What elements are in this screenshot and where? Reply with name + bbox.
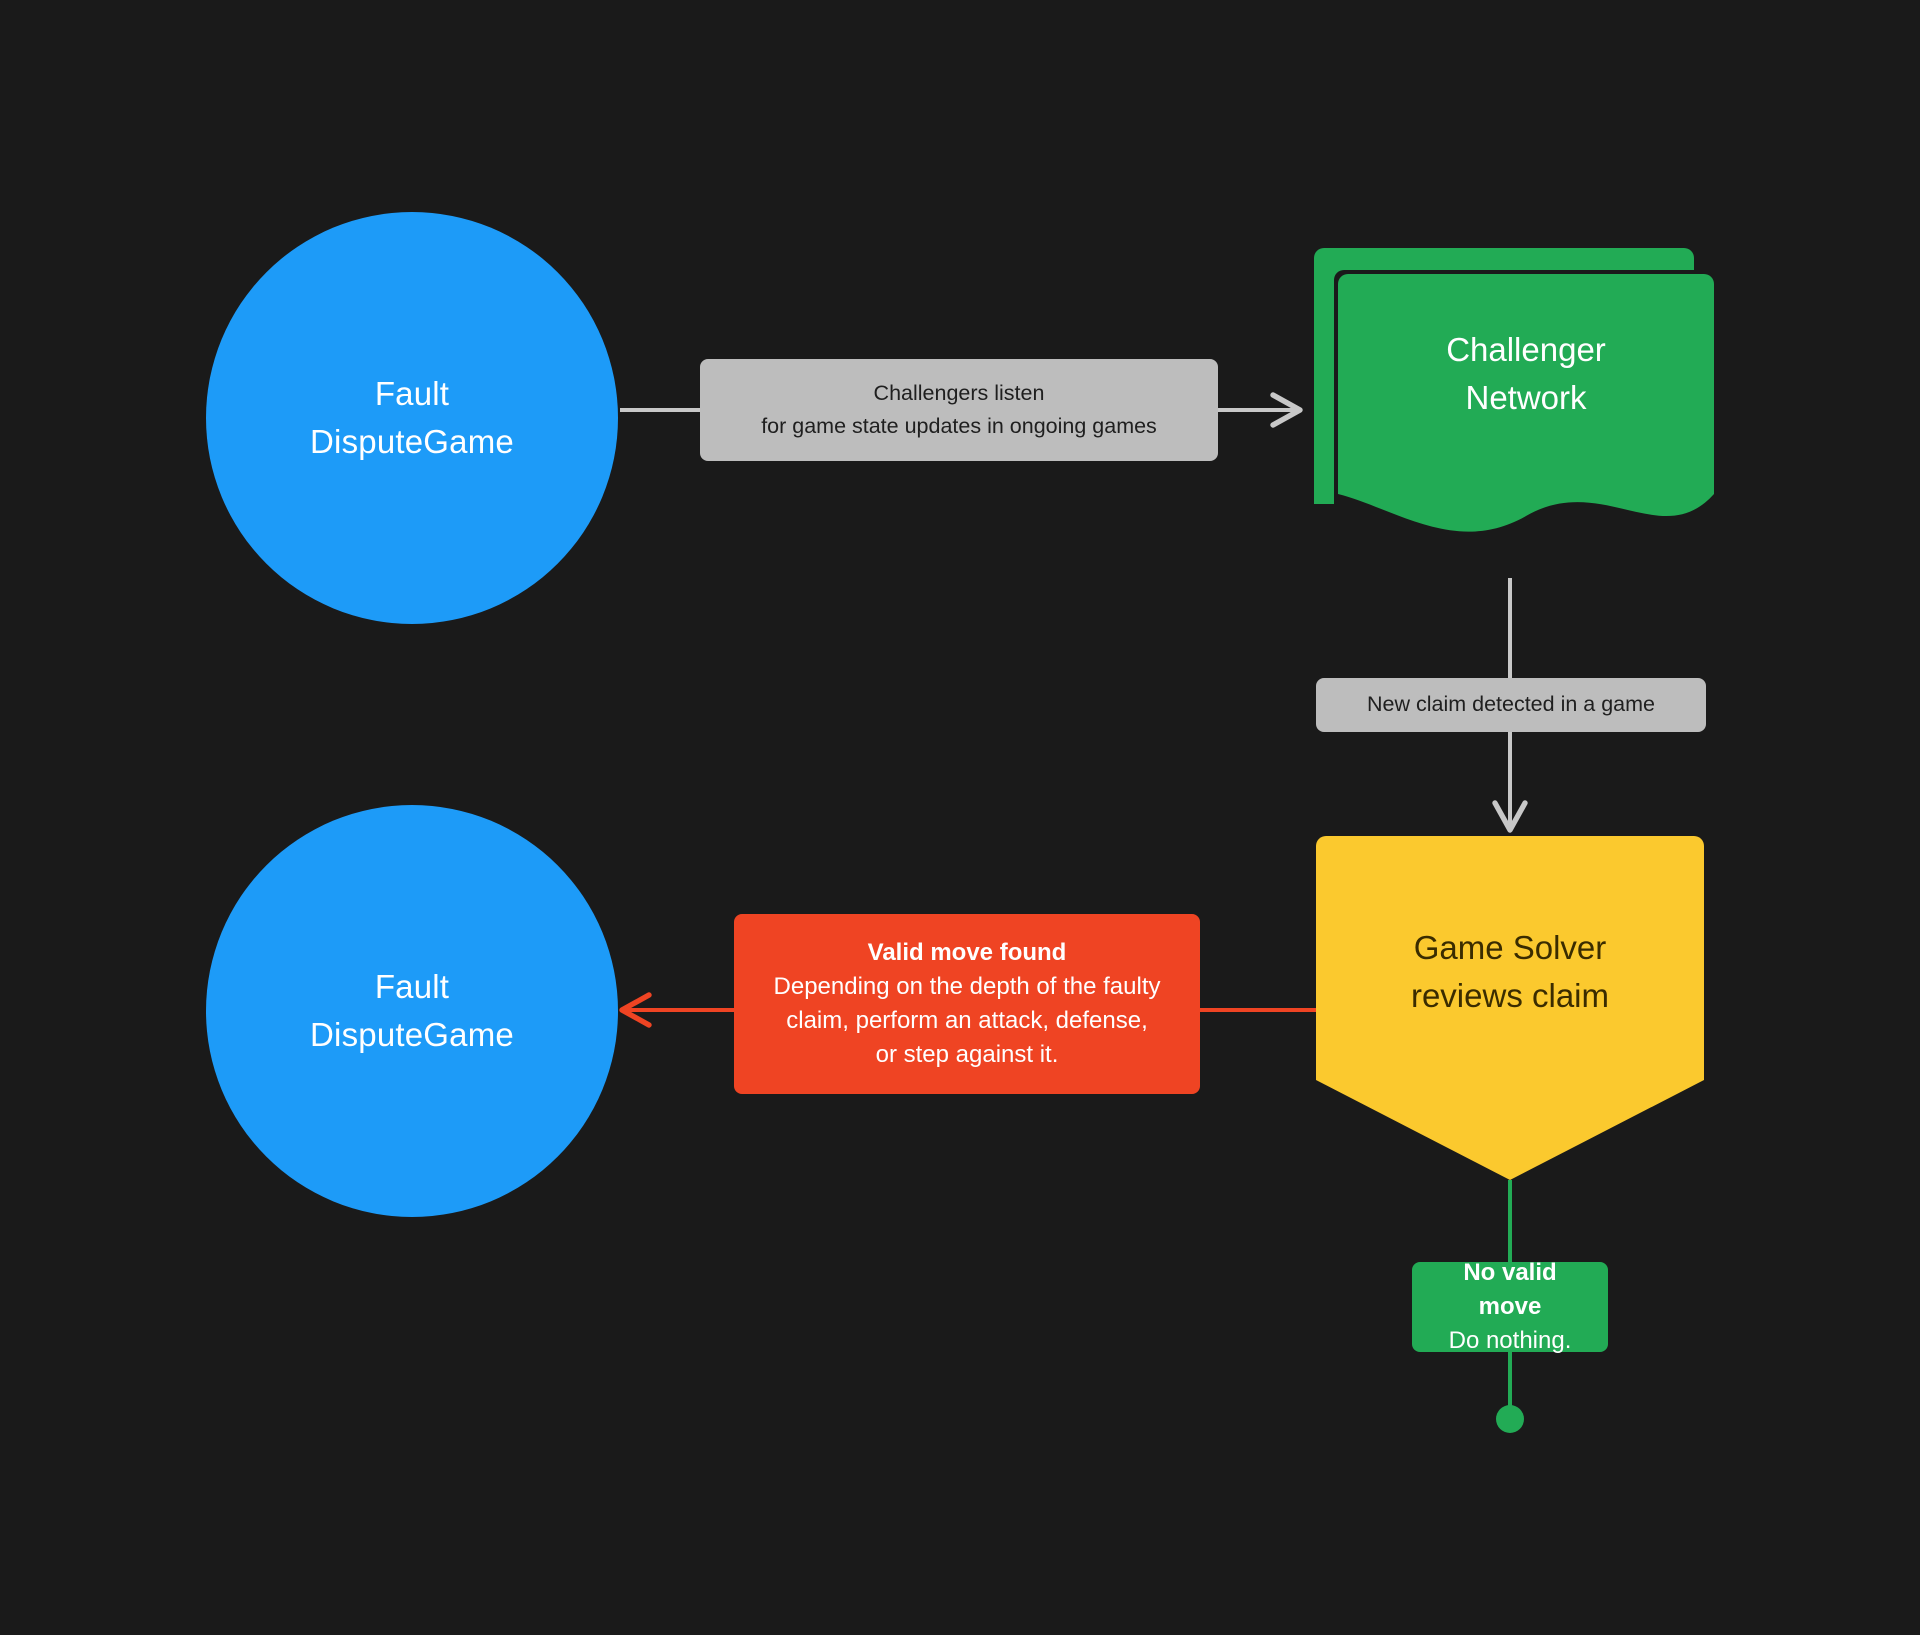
- edge-label-no-valid-move-title: No valid move: [1463, 1258, 1557, 1320]
- node-game-solver[interactable]: Game Solver reviews claim: [1316, 836, 1704, 1180]
- terminator-dot: [1496, 1405, 1524, 1433]
- node-fault-disputegame-bottom[interactable]: Fault DisputeGame: [206, 805, 618, 1217]
- edge-label-valid-move-found-title: Valid move found: [867, 938, 1067, 966]
- challenger-network-shape: [1314, 248, 1714, 532]
- edge-label-no-valid-move-body: Do nothing.: [1448, 1327, 1572, 1355]
- game-solver-shape: [1316, 836, 1704, 1180]
- edge-label-no-valid-move: No valid move Do nothing.: [1412, 1259, 1608, 1354]
- node-challenger-network[interactable]: Challenger Network: [1300, 240, 1720, 578]
- edge-label-valid-move-found: Valid move found Depending on the depth …: [734, 914, 1200, 1094]
- node-fault-disputegame-bottom-label: Fault DisputeGame: [310, 967, 514, 1053]
- node-fault-disputegame-top-label: Fault DisputeGame: [310, 374, 514, 460]
- edge-label-challengers-listen-text: Challengers listen for game state update…: [761, 380, 1157, 438]
- edge-label-valid-move-found-body: Depending on the depth of the faulty cla…: [773, 972, 1161, 1069]
- edge-label-new-claim-detected-text: New claim detected in a game: [1366, 692, 1655, 717]
- edge-label-challengers-listen: Challengers listen for game state update…: [700, 359, 1218, 461]
- edge-label-new-claim-detected: New claim detected in a game: [1316, 678, 1706, 732]
- node-fault-disputegame-top[interactable]: Fault DisputeGame: [206, 212, 618, 624]
